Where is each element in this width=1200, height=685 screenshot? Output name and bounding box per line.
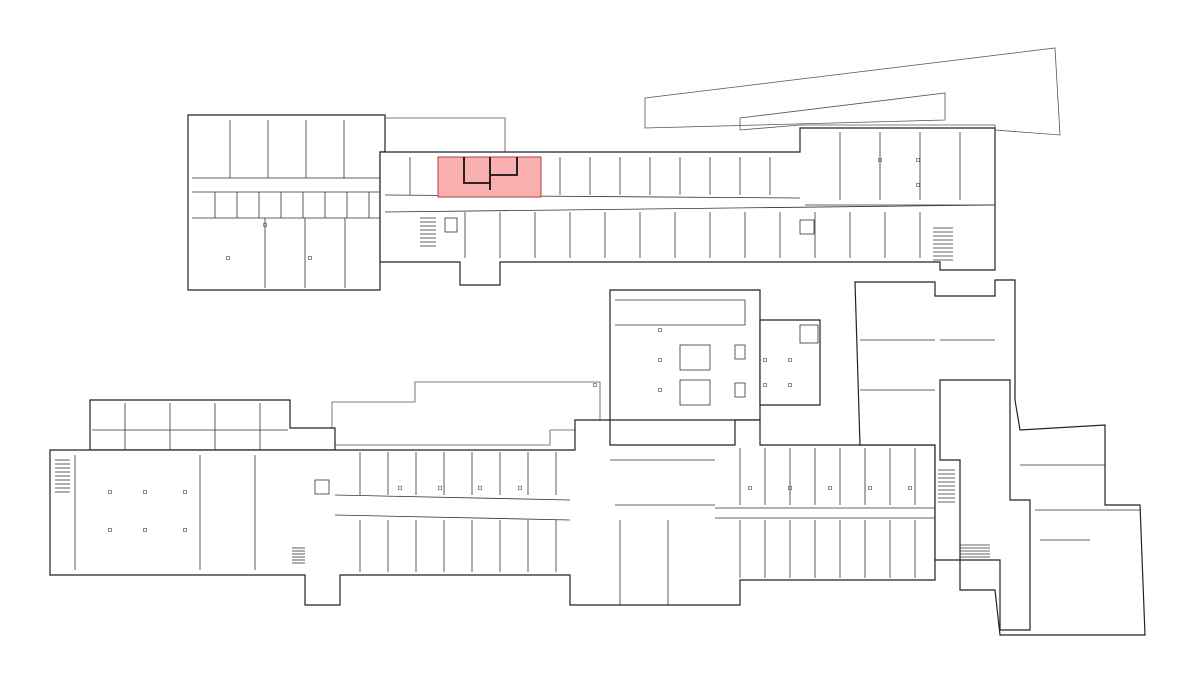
courtyard-outline — [385, 117, 506, 152]
shaft — [679, 344, 711, 371]
partition-wall — [334, 514, 571, 521]
column-marker — [658, 358, 662, 362]
highlighted-room[interactable] — [437, 156, 542, 198]
column-marker — [518, 486, 522, 490]
partition-wall — [334, 494, 571, 501]
building-wing-8 — [939, 379, 1031, 631]
highlighted-room-partition — [490, 157, 518, 176]
column-marker — [908, 486, 912, 490]
column-marker — [828, 486, 832, 490]
partition-wall — [615, 299, 746, 326]
column-marker — [593, 383, 597, 387]
column-marker — [748, 486, 752, 490]
column-marker — [143, 490, 147, 494]
highlighted-room-partition — [463, 157, 491, 190]
column-marker — [658, 388, 662, 392]
courtyard-outline — [331, 381, 601, 446]
column-marker — [108, 528, 112, 532]
column-marker — [226, 256, 230, 260]
column-marker — [263, 223, 267, 227]
column-marker — [763, 358, 767, 362]
interior-partitions — [55, 120, 1140, 605]
shaft — [799, 324, 819, 344]
building-wing-1 — [187, 114, 386, 291]
parking-outline — [644, 47, 1061, 136]
shaft — [679, 379, 711, 406]
column-marker — [788, 486, 792, 490]
shaft — [799, 219, 815, 235]
building-wing-3 — [609, 289, 761, 421]
column-marker — [788, 383, 792, 387]
column-marker — [788, 358, 792, 362]
column-marker — [658, 328, 662, 332]
partition-wall — [384, 204, 996, 213]
column-marker — [478, 486, 482, 490]
building-wing-6 — [49, 419, 936, 606]
building-wing-4 — [759, 319, 821, 406]
column-marker — [143, 528, 147, 532]
column-marker — [438, 486, 442, 490]
column-marker — [398, 486, 402, 490]
column-marker — [868, 486, 872, 490]
shaft — [734, 344, 746, 360]
column-marker — [108, 490, 112, 494]
column-marker — [183, 490, 187, 494]
column-marker — [183, 528, 187, 532]
building-wing-5 — [89, 399, 336, 451]
building-wing-2 — [379, 127, 996, 286]
column-marker — [916, 158, 920, 162]
shaft — [314, 479, 330, 495]
column-marker — [763, 383, 767, 387]
columns — [108, 158, 920, 532]
shaft — [734, 382, 746, 398]
shaft — [444, 217, 458, 233]
column-marker — [878, 158, 882, 162]
column-marker — [308, 256, 312, 260]
column-marker — [916, 183, 920, 187]
